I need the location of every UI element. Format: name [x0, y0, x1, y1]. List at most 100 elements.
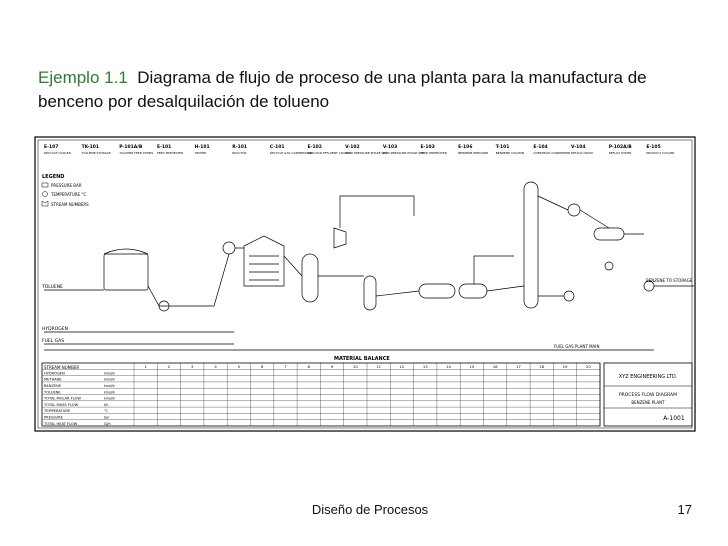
row-label: PRESSURE: [44, 416, 64, 420]
legend-item: STREAM NUMBERS: [51, 202, 89, 207]
slide-title: Ejemplo 1.1 Diagrama de flujo de proceso…: [38, 66, 698, 114]
stream-number: 13: [423, 364, 428, 369]
equipment-name: BENZENE COLUMN: [496, 151, 524, 155]
equipment-tag: E-103: [420, 144, 434, 150]
stream-number: 7: [284, 364, 287, 369]
equipment-name: PRODUCT COOLER: [646, 151, 674, 155]
recycle-compressor: [333, 227, 347, 249]
hydrogen-stream-label: HYDROGEN: [42, 326, 68, 332]
equipment-name: LOW PRESSURE PHASE SEP.: [383, 151, 425, 155]
equipment-name: REACTOR: [232, 151, 246, 155]
row-label: TOTAL MOLAR FLOW: [43, 397, 81, 401]
equipment-tag: V-102: [345, 144, 359, 150]
fuel-gas-stream-label: FUEL GAS: [42, 338, 64, 344]
stream-number: 1: [144, 364, 147, 369]
pressure-symbol-icon: [41, 182, 49, 188]
row-unit: °C: [104, 409, 109, 413]
stream-number: 11: [376, 364, 381, 369]
page-number: 17: [677, 502, 692, 517]
example-title-text: Diagrama de flujo de proceso de una plan…: [38, 68, 647, 111]
equipment-name: TOLUENE FEED PUMPS: [118, 151, 153, 155]
row-label: TEMPERATURE: [43, 409, 71, 413]
stream-number: 2: [168, 364, 171, 369]
stream-number: 16: [493, 364, 498, 369]
row-unit: t/h: [104, 403, 108, 407]
equipment-tag: P-102A/B: [609, 144, 633, 150]
equipment-name: REACTOR EFFLUENT COOLER: [308, 151, 352, 155]
row-label: METHANE: [44, 378, 62, 382]
stream-labels: TOLUENE HYDROGEN FUEL GAS BENZENE TO STO…: [41, 278, 693, 349]
stream-number-symbol-icon: [41, 200, 49, 207]
equipment-tag: E-107: [44, 144, 58, 150]
toluene-storage-tank: [103, 253, 149, 291]
row-unit: kmol/h: [104, 397, 115, 401]
row-label: BENZENE: [44, 384, 62, 388]
row-label: TOTAL HEAT FLOW: [43, 422, 78, 426]
equipment-name: RECYCLE GAS COMPRESSOR: [270, 151, 313, 155]
row-unit: GJ/h: [104, 422, 111, 426]
equipment-name: HEATER: [195, 151, 207, 155]
equipment-name: BENZENE REBOILER: [458, 151, 488, 155]
stream-number: 14: [446, 364, 451, 369]
reflux-pump: [604, 261, 614, 271]
fired-heater: [243, 235, 285, 287]
stream-number: 19: [563, 364, 568, 369]
reactor-vessel: [301, 253, 319, 303]
temperature-symbol-icon: [42, 191, 48, 197]
material-balance-title: MATERIAL BALANCE: [334, 356, 390, 362]
row-label: TOTAL MASS FLOW: [43, 403, 79, 407]
drawing-number: A-1001: [663, 415, 685, 422]
row-unit: kmol/h: [104, 378, 115, 382]
plant-name: BENZENE PLANT: [631, 400, 665, 405]
stream-number: 15: [469, 364, 474, 369]
benzene-product-label: BENZENE TO STORAGE: [646, 278, 693, 283]
title-block-frame: [603, 362, 693, 427]
legend-title: LEGEND: [42, 174, 64, 180]
equipment-name: TOLUENE STORAGE: [81, 151, 111, 155]
equipment-name: HIGH PRESSURE PHASE SEP.: [345, 151, 387, 155]
equipment-tag: TK-101: [82, 144, 99, 150]
equipment-tag: P-101A/B: [119, 144, 143, 150]
stream-number: 9: [331, 364, 334, 369]
drawing-inner-frame: [37, 139, 693, 429]
table-header-label: STREAM NUMBER: [44, 365, 79, 370]
drawing-title: PROCESS FLOW DIAGRAM: [619, 392, 677, 398]
footer-course: Diseño de Procesos: [311, 502, 429, 517]
equipment-tag: E-102: [308, 144, 322, 150]
stream-number: 4: [214, 364, 217, 369]
stream-number: 20: [586, 364, 591, 369]
stream-number: 18: [539, 364, 544, 369]
legend-item: TEMPERATURE °C: [50, 192, 86, 197]
stream-number: 10: [353, 364, 358, 369]
row-unit: kmol/h: [104, 371, 115, 375]
row-unit: kmol/h: [104, 390, 115, 394]
heater-coil: [249, 255, 279, 281]
benzene-column: [523, 181, 539, 309]
equipment-name: OVERHEAD CONDENSER: [533, 151, 570, 155]
row-label: TOLUENE: [43, 390, 61, 394]
stream-number: 3: [191, 364, 194, 369]
equipment-tag: E-104: [533, 144, 547, 150]
toluene-stream-label: TOLUENE: [41, 284, 63, 290]
company-name: XYZ ENGINEERING LTD.: [619, 374, 678, 380]
equipment-tag: C-101: [270, 144, 285, 150]
equipment-tag: R-101: [232, 144, 247, 150]
legend: LEGEND PRESSURE BAR TEMPERATURE °C STREA…: [41, 174, 89, 207]
equipment-name: REFLUX PUMPS: [609, 151, 632, 155]
equipment-name: FEED PREHEATER: [420, 151, 446, 155]
process-equipment: [44, 181, 694, 351]
fuel-gas-main-label: FUEL GAS PLANT MAIN: [554, 344, 599, 349]
row-unit: bar: [104, 416, 110, 420]
stream-number: 6: [261, 364, 264, 369]
row-unit: kmol/h: [104, 384, 115, 388]
equipment-tag: E-106: [458, 144, 472, 150]
equipment-tag: H-101: [195, 144, 210, 150]
example-number: Ejemplo 1.1: [38, 68, 128, 87]
equipment-tag: E-105: [646, 144, 660, 150]
legend-item: PRESSURE BAR: [51, 183, 82, 188]
